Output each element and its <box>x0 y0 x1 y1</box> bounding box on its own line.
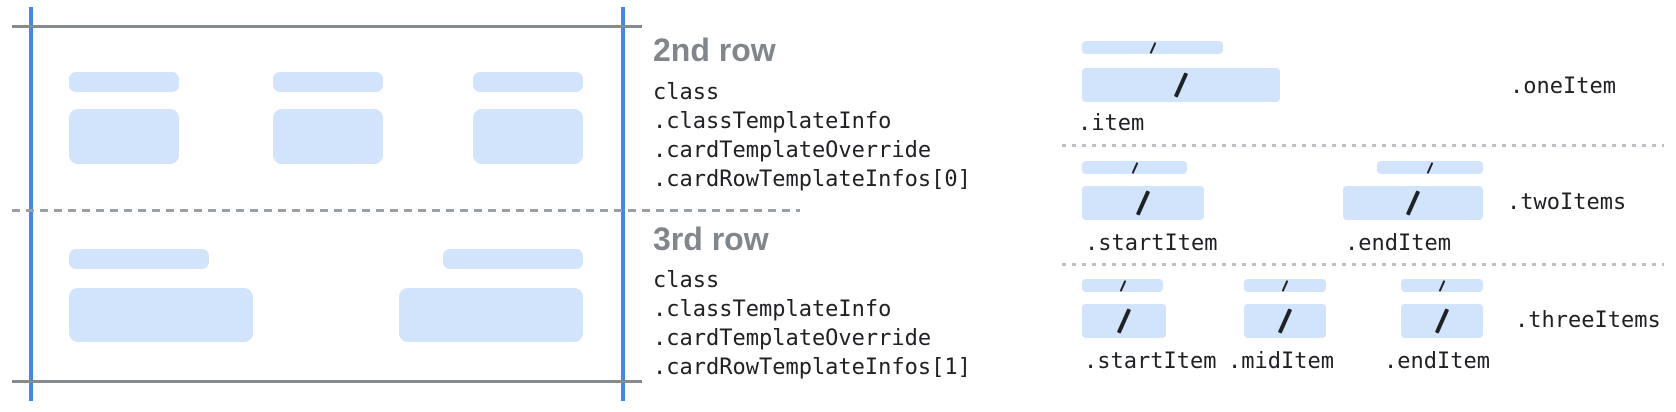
row2-title: 2nd row <box>653 32 776 68</box>
mid-item-value-bar <box>1244 304 1326 338</box>
slash-separator-icon <box>1149 41 1156 54</box>
slash-separator-icon <box>1405 190 1421 216</box>
row2-col3-title-placeholder <box>473 72 583 92</box>
start-item-label-bar <box>1082 161 1187 174</box>
card-top-guide-line <box>12 25 642 28</box>
slash-separator-icon <box>1434 308 1450 334</box>
row3-left-body-placeholder <box>69 288 253 342</box>
slash-separator-icon <box>1119 279 1126 292</box>
end-item-label-bar <box>1377 161 1483 174</box>
row3-right-title-placeholder <box>443 249 583 269</box>
start-item-label-bar <box>1082 279 1163 292</box>
row2-class-path-line: .cardRowTemplateInfos[0] <box>653 167 971 192</box>
two-items-template-label: .twoItems <box>1507 190 1627 215</box>
end-item-value-bar <box>1343 186 1483 220</box>
row2-class-path-line: .cardTemplateOverride <box>653 138 932 163</box>
row3-left-title-placeholder <box>69 249 209 269</box>
end-item-label-bar <box>1401 279 1483 292</box>
slash-separator-icon <box>1135 190 1151 216</box>
slash-separator-icon <box>1131 161 1138 174</box>
end-item-field-label: .endItem <box>1345 231 1451 256</box>
start-item-value-bar <box>1082 186 1204 220</box>
slash-separator-icon <box>1281 279 1289 292</box>
one-item-value-bar <box>1082 68 1280 102</box>
row3-class-path-line: class <box>653 268 720 293</box>
row3-class-path-line: .cardRowTemplateInfos[1] <box>653 355 971 380</box>
row3-class-path-line: .cardTemplateOverride <box>653 326 932 351</box>
template-divider-dotted-line <box>1062 144 1664 147</box>
row-divider-dashed-line <box>12 209 800 212</box>
row2-col1-title-placeholder <box>69 72 179 92</box>
mid-item-label-bar <box>1244 279 1326 292</box>
three-items-template-label: .threeItems <box>1515 308 1661 333</box>
card-left-guide-line <box>29 7 33 401</box>
start-item-field-label: .startItem <box>1085 231 1218 256</box>
row3-class-path-line: .classTemplateInfo <box>653 297 892 322</box>
row2-col3-body-placeholder <box>473 109 583 164</box>
item-field-label: .item <box>1078 111 1145 136</box>
card-right-guide-line <box>621 7 625 401</box>
start-item-field-label: .startItem <box>1084 349 1217 374</box>
row2-col2-body-placeholder <box>273 109 383 164</box>
row2-class-path-line: .classTemplateInfo <box>653 109 892 134</box>
row2-col2-title-placeholder <box>273 72 383 92</box>
slash-separator-icon <box>1173 72 1189 98</box>
template-divider-dotted-line <box>1062 263 1664 266</box>
row3-right-body-placeholder <box>399 288 583 342</box>
start-item-value-bar <box>1082 304 1166 338</box>
slash-separator-icon <box>1277 308 1293 334</box>
slash-separator-icon <box>1116 308 1132 334</box>
row2-class-path-line: class <box>653 80 720 105</box>
mid-item-field-label: .midItem <box>1228 349 1334 374</box>
card-bottom-guide-line <box>12 380 642 383</box>
row3-title: 3rd row <box>653 221 769 257</box>
slash-separator-icon <box>1438 279 1446 292</box>
end-item-field-label: .endItem <box>1384 349 1490 374</box>
end-item-value-bar <box>1401 304 1483 338</box>
slash-separator-icon <box>1426 161 1434 174</box>
one-item-template-label: .oneItem <box>1510 74 1616 99</box>
row2-col1-body-placeholder <box>69 109 179 164</box>
one-item-label-bar <box>1082 41 1223 54</box>
